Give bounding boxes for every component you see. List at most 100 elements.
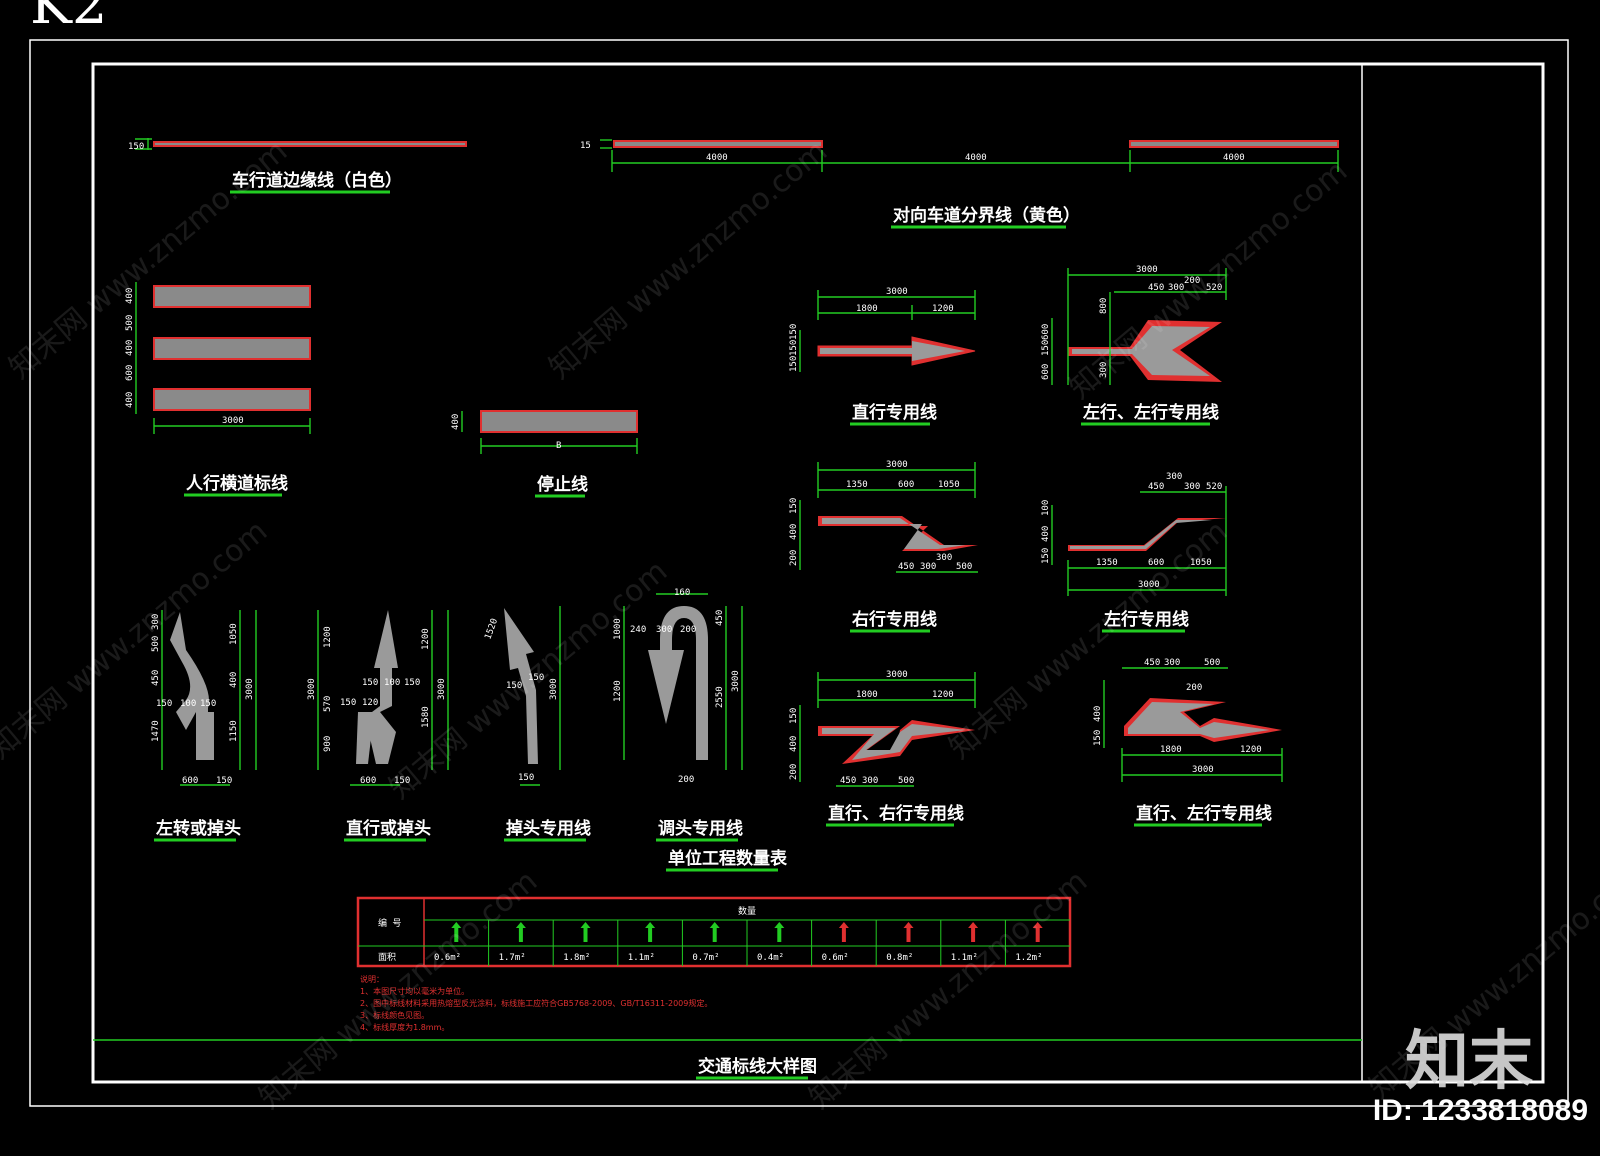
- dim-sl-500: 500: [1204, 658, 1220, 668]
- left-turn-only-detail: 450 300 300 520 100 400 150 1350 600 105…: [1041, 472, 1227, 633]
- table-cell-value: 1.8m²: [563, 953, 590, 963]
- dim-su-1200b: 1200: [421, 628, 431, 650]
- dim-lo-450: 450: [1148, 482, 1164, 492]
- dim-lo-150: 150: [1041, 548, 1051, 564]
- dim-cw-500: 500: [125, 315, 135, 331]
- straight-uturn-detail: 1200 3000 150 100 150 150 570 120 1200 1…: [307, 610, 449, 842]
- label-straight-right: 直行、右行专用线: [828, 803, 964, 824]
- dim-center-h: 15: [580, 141, 591, 151]
- straight-left-detail: 450 300 500 200 400 150 1800 1200 3000 直…: [1093, 658, 1283, 827]
- dim-lu-1050: 1050: [229, 623, 239, 645]
- outer-frame: [29, 39, 1569, 1107]
- dim-sl-300: 300: [1164, 658, 1180, 668]
- label-center-line: 对向车道分界线（黄色）: [893, 205, 1080, 226]
- dim-ub-2550: 2550: [715, 686, 725, 708]
- watermark: 知末网 www.znzmo.com: [803, 864, 1094, 1116]
- drawing-title: 交通标线大样图: [698, 1056, 817, 1077]
- dim-sl-200: 200: [1186, 683, 1202, 693]
- dim-cw-400a: 400: [125, 288, 135, 304]
- table-cell-value: 0.4m²: [757, 953, 784, 963]
- dim-lu-600: 600: [182, 776, 198, 786]
- dim-center-a: 4000: [706, 153, 728, 163]
- dim-su-1200: 1200: [323, 626, 333, 648]
- dim-ub-200: 200: [680, 625, 696, 635]
- dim-st-150c: 150: [789, 356, 799, 372]
- dim-lu-150: 150: [156, 699, 172, 709]
- center-line-detail: 15 4000 4000 4000 对向车道分界线（黄色）: [580, 139, 1339, 229]
- label-straight-only: 直行专用线: [852, 402, 937, 423]
- note-line: 说明：: [360, 974, 384, 984]
- label-uturn-only-b: 调头专用线: [658, 818, 743, 839]
- dim-sr-3000: 3000: [886, 670, 908, 680]
- dim-center-c: 4000: [1223, 153, 1245, 163]
- dim-sl-3000: 3000: [1192, 765, 1214, 775]
- dim-ub-3000: 3000: [731, 670, 741, 692]
- dim-rt-300b: 300: [936, 553, 952, 563]
- note-line: 1、本图尺寸均以毫米为单位。: [360, 986, 469, 996]
- dim-lt-600a: 600: [1041, 324, 1051, 340]
- dim-stop-b: B: [556, 441, 561, 451]
- dim-sr-1200: 1200: [932, 690, 954, 700]
- dim-su-600: 600: [360, 776, 376, 786]
- id-badge: ID: 1233818089: [1372, 1094, 1588, 1127]
- dim-cw-600: 600: [125, 365, 135, 381]
- label-edge-line: 车行道边缘线（白色）: [232, 170, 402, 191]
- dim-su-3000: 3000: [307, 678, 317, 700]
- notes-block: 说明： 1、本图尺寸均以毫米为单位。 2、图中标线材料采用热熔型反光涂料，标线施…: [360, 974, 712, 1032]
- dim-lo-100: 100: [1041, 500, 1051, 516]
- label-crosswalk: 人行横道标线: [186, 473, 288, 494]
- table-header-left: 编 号: [378, 917, 401, 929]
- dim-stop-400: 400: [451, 414, 461, 430]
- label-stop-line: 停止线: [537, 474, 588, 495]
- dim-lt-450: 450: [1148, 283, 1164, 293]
- dim-su-150c: 150: [340, 698, 356, 708]
- right-turn-arrow-shape: [818, 516, 978, 551]
- edge-line-bar: [153, 141, 467, 147]
- table-cell-value: 1.7m²: [499, 953, 526, 963]
- dim-lo-3000: 3000: [1138, 580, 1160, 590]
- crosswalk-detail: 400 500 400 600 400 3000 人行横道标线: [125, 282, 311, 497]
- uturn-only-detail: 1520 150 150 3000 150 掉头专用线: [483, 606, 591, 842]
- crosswalk-bar-1: [153, 285, 311, 308]
- dim-sr-450: 450: [840, 776, 856, 786]
- dim-su-570: 570: [323, 696, 333, 712]
- dim-lu-3000: 3000: [245, 678, 255, 700]
- left-turn-only-a-detail: 3000 450 300 200 520 600 150 600 800 300…: [1041, 265, 1227, 426]
- dim-lu-150c: 150: [216, 776, 232, 786]
- table-row-label: 面积: [378, 951, 396, 963]
- table-header-right: 数量: [738, 905, 756, 917]
- sheet-code: K2: [30, 0, 108, 37]
- dim-su-150: 150: [362, 678, 378, 688]
- dim-lo-300: 300: [1166, 472, 1182, 482]
- dim-rt-150: 150: [789, 498, 799, 514]
- dim-rt-500: 500: [956, 562, 972, 572]
- note-line: 4、标线厚度为1.8mm。: [360, 1022, 449, 1032]
- table-cell-value: 0.6m²: [434, 953, 461, 963]
- dim-sr-300: 300: [862, 776, 878, 786]
- logo-mark: 知末: [1405, 1025, 1533, 1099]
- dim-st-150a: 150: [789, 324, 799, 340]
- table-marking-icon: [903, 922, 914, 942]
- edge-line-detail: 150 车行道边缘线（白色）: [128, 138, 467, 194]
- dim-sl-450: 450: [1144, 658, 1160, 668]
- dim-su-150b: 150: [404, 678, 420, 688]
- dim-lt-150: 150: [1041, 340, 1051, 356]
- table-marking-icon: [709, 922, 720, 942]
- table-cell-value: 0.7m²: [692, 953, 719, 963]
- dim-cw-3000: 3000: [222, 416, 244, 426]
- dim-sl-1800: 1800: [1160, 745, 1182, 755]
- table-marking-icon: [774, 922, 785, 942]
- dim-lt-200: 200: [1184, 276, 1200, 286]
- dim-ub-300: 300: [656, 625, 672, 635]
- note-line: 3、标线颜色见图。: [360, 1010, 429, 1020]
- dim-rt-200: 200: [789, 550, 799, 566]
- dim-cw-400c: 400: [125, 392, 135, 408]
- table-marking-icon: [580, 922, 591, 942]
- dim-lt-300b: 300: [1099, 362, 1109, 378]
- stop-line-detail: 400 B 停止线: [451, 410, 638, 498]
- dim-lu-500: 500: [151, 636, 161, 652]
- center-line-bar-2: [1129, 140, 1339, 148]
- dim-su-900: 900: [323, 736, 333, 752]
- dim-st-1800: 1800: [856, 304, 878, 314]
